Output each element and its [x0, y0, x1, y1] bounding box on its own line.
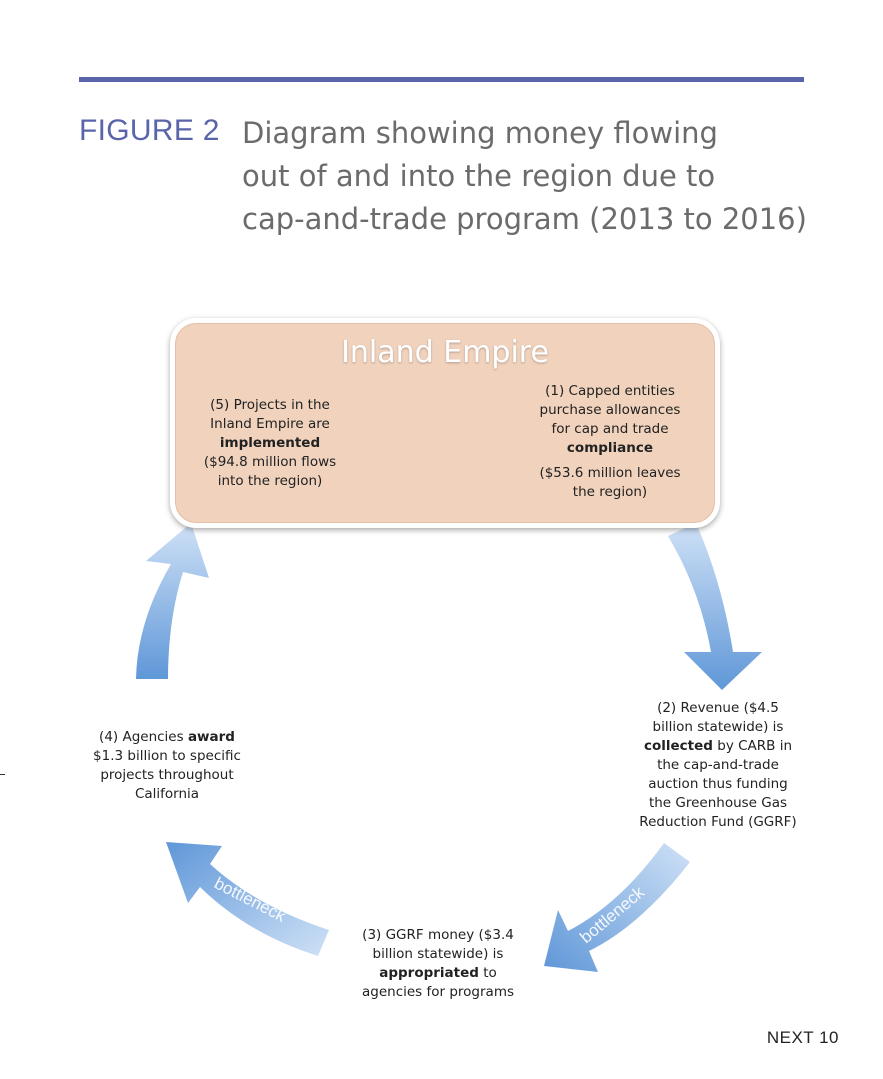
step2-line: the Greenhouse Gas — [648, 795, 788, 811]
step1-line: purchase allowances — [539, 402, 681, 418]
step3-line: agencies for programs — [361, 984, 515, 1000]
step5-text: (5) Projects in the Inland Empire are im… — [185, 396, 355, 491]
figure-title: Diagram showing money flowing out of and… — [242, 112, 842, 241]
step5-line: (5) Projects in the — [210, 397, 330, 413]
inland-empire-box: Inland Empire — [170, 318, 720, 528]
step1-bold: compliance — [566, 440, 654, 456]
step4-bold: award — [187, 729, 235, 745]
step4-line: $1.3 billion to specific — [93, 748, 241, 764]
footer-page-label: NEXT 10 — [766, 1028, 839, 1047]
step1-line: for cap and trade — [551, 421, 669, 437]
step3-text: (3) GGRF money ($3.4 billion statewide) … — [343, 926, 533, 1002]
step3-line: billion statewide) is — [372, 946, 504, 962]
step1-line: compliance — [520, 439, 700, 458]
step2-line: (2) Revenue ($4.5 — [657, 700, 779, 716]
arrow-up-left — [136, 523, 209, 679]
step4-line-pre: (4) Agencies — [99, 729, 188, 745]
step3-line-rest: to — [478, 965, 497, 981]
step5-line: ($94.8 million flows — [203, 454, 337, 470]
step1-line: (1) Capped entities — [545, 383, 675, 399]
step2-bold: collected — [643, 738, 713, 754]
step5-line: Inland Empire are — [210, 416, 330, 432]
figure-label: FIGURE 2 — [79, 114, 220, 147]
step2-line: collected by CARB in — [618, 737, 818, 756]
step2-line: auction thus funding — [648, 776, 788, 792]
step5-bold: implemented — [219, 435, 321, 451]
arrow-down-right — [668, 523, 762, 690]
step4-line: California — [134, 786, 200, 802]
top-rule — [79, 77, 804, 82]
step2-line: the cap-and-trade — [657, 757, 779, 773]
step3-bold: appropriated — [379, 965, 479, 981]
step2-line-rest: by CARB in — [712, 738, 792, 754]
step4-text: (4) Agencies award $1.3 billion to speci… — [72, 728, 262, 804]
step2-line: Reduction Fund (GGRF) — [639, 814, 797, 830]
step1-text: (1) Capped entities purchase allowances … — [520, 382, 700, 502]
step1-line: the region) — [572, 484, 648, 500]
region-title: Inland Empire — [341, 335, 549, 370]
figure-title-line: Diagram showing money flowing — [242, 116, 718, 150]
step3-line: appropriated to — [343, 964, 533, 983]
step4-line: (4) Agencies award — [72, 728, 262, 747]
step5-line: into the region) — [217, 473, 323, 489]
step2-text: (2) Revenue ($4.5 billion statewide) is … — [618, 699, 818, 832]
arrow-bottleneck-right — [544, 843, 690, 972]
step3-line: (3) GGRF money ($3.4 — [362, 927, 514, 943]
step4-line: projects throughout — [100, 767, 234, 783]
step2-line: billion statewide) is — [652, 719, 784, 735]
step5-line: implemented — [185, 434, 355, 453]
figure-title-line: out of and into the region due to — [242, 159, 716, 193]
step1-line: ($53.6 million leaves — [539, 465, 681, 481]
figure-title-line: cap-and-trade program (2013 to 2016) — [242, 202, 807, 236]
arrow-bottleneck-left — [166, 842, 329, 956]
margin-tick — [0, 774, 5, 775]
